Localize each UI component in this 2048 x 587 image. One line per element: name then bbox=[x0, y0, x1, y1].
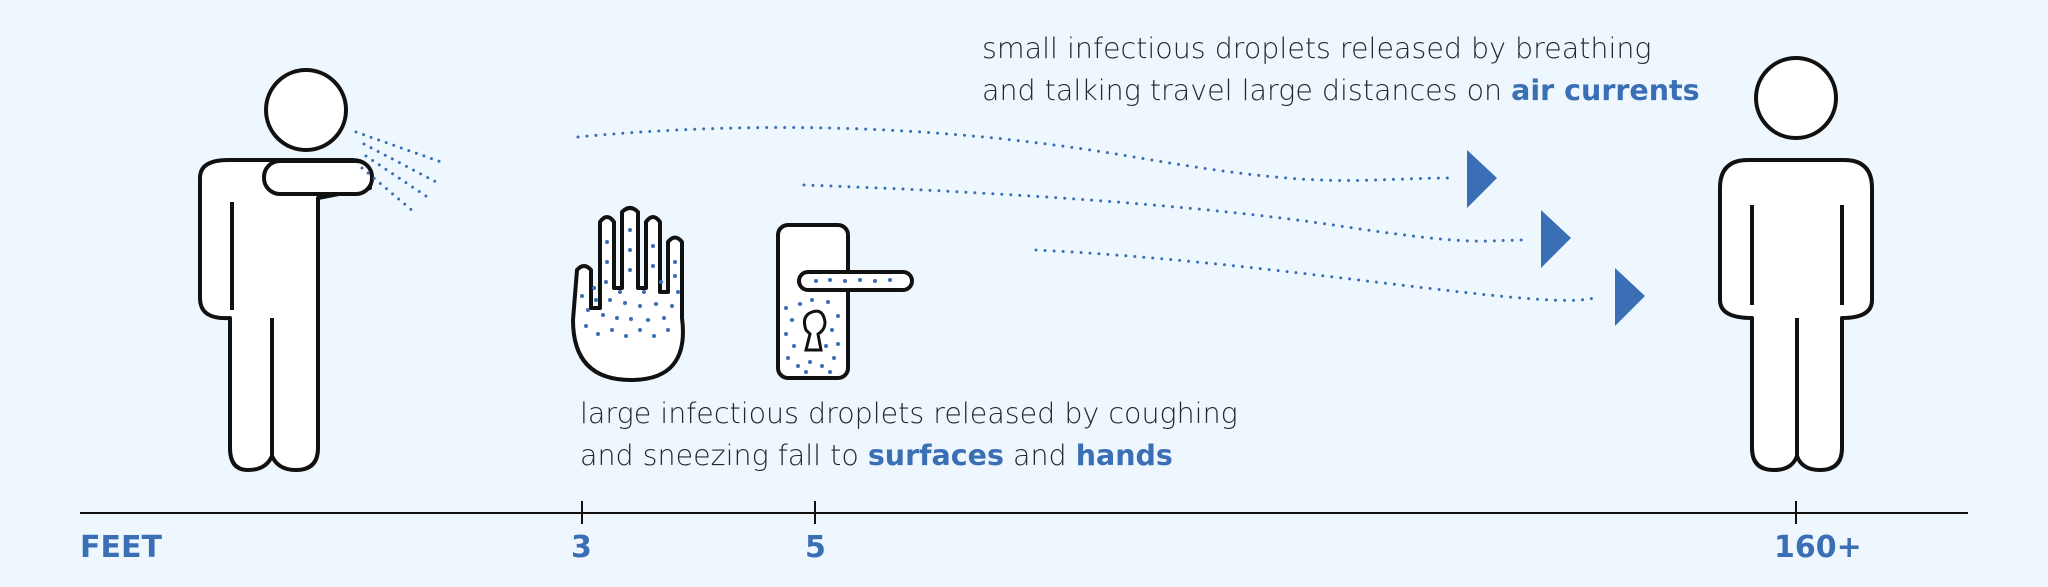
air-current-path-2 bbox=[802, 183, 1528, 243]
sneeze-spray bbox=[354, 130, 446, 214]
top-caption-line2: and talking travel large distances on ai… bbox=[982, 70, 1700, 112]
hands-highlight: hands bbox=[1075, 439, 1173, 472]
receiving-person-icon bbox=[1718, 56, 1874, 472]
bottom-caption-text: and sneezing fall to bbox=[580, 439, 868, 472]
surfaces-highlight: surfaces bbox=[867, 439, 1004, 472]
top-caption-text: and talking travel large distances on bbox=[982, 74, 1512, 107]
arrowhead-1 bbox=[1467, 150, 1497, 208]
door-handle-icon bbox=[776, 223, 914, 380]
air-current-path-3 bbox=[1034, 248, 1602, 302]
air-current-path-1 bbox=[576, 125, 1454, 183]
bottom-caption-line1: large infectious droplets released by co… bbox=[580, 397, 1238, 430]
hand-icon bbox=[571, 206, 685, 382]
top-caption: small infectious droplets released by br… bbox=[982, 28, 1700, 112]
axis-label-3: 3 bbox=[571, 530, 592, 565]
arrowhead-3 bbox=[1615, 268, 1645, 326]
bottom-caption: large infectious droplets released by co… bbox=[580, 393, 1238, 477]
sneezing-person-icon bbox=[198, 68, 374, 472]
arrowhead-2 bbox=[1541, 210, 1571, 268]
axis-label-160: 160+ bbox=[1774, 530, 1862, 565]
bottom-caption-line2: and sneezing fall to surfaces and hands bbox=[580, 435, 1238, 477]
air-currents-highlight: air currents bbox=[1511, 74, 1700, 107]
top-caption-line1: small infectious droplets released by br… bbox=[982, 32, 1652, 65]
axis-unit-label: FEET bbox=[80, 530, 162, 565]
door-germs bbox=[784, 278, 892, 374]
bottom-caption-connector: and bbox=[1003, 439, 1076, 472]
air-current-arrows bbox=[576, 125, 1645, 326]
axis-label-5: 5 bbox=[805, 530, 826, 565]
distance-axis bbox=[80, 501, 1968, 524]
hand-germs bbox=[580, 228, 680, 338]
